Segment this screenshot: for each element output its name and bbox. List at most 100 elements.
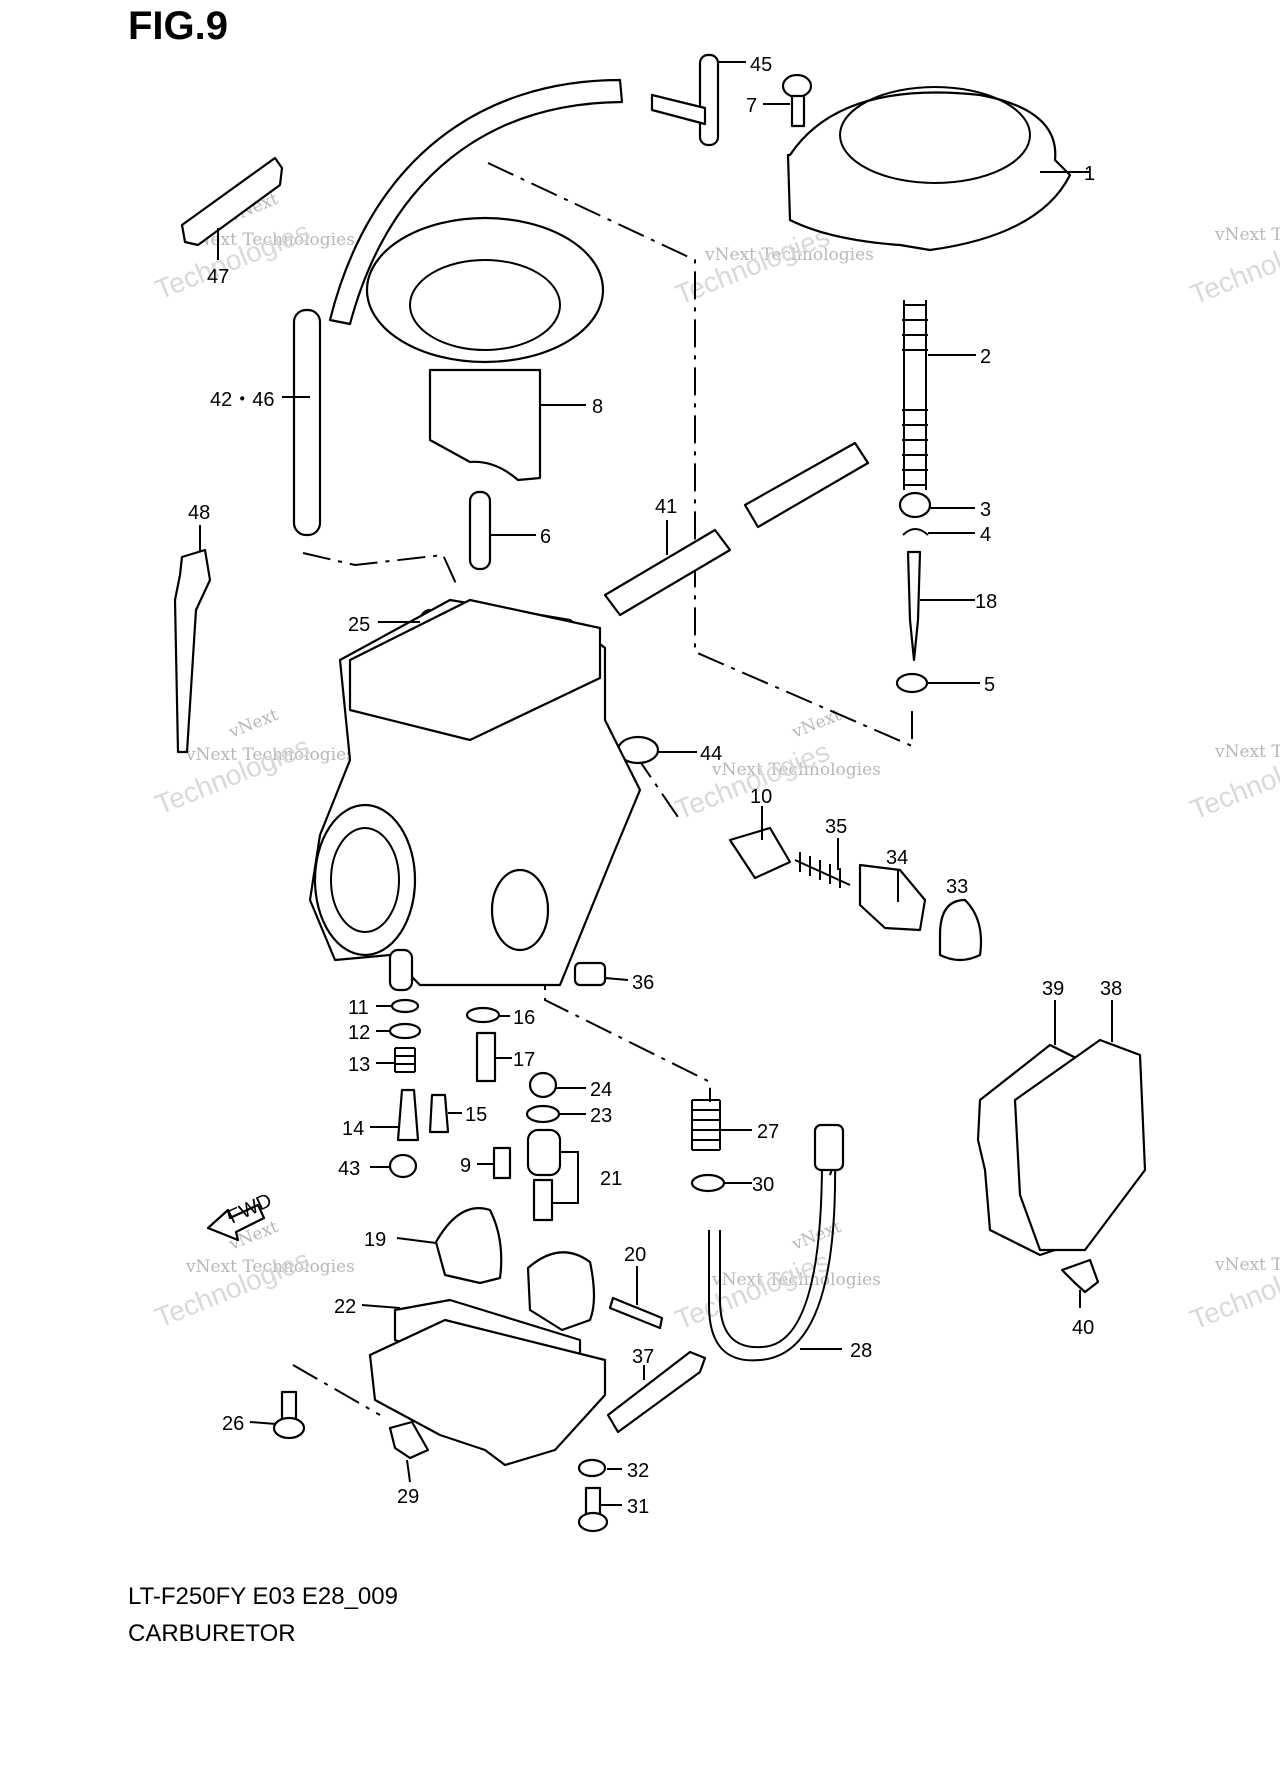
- part-spring-13: [394, 1047, 416, 1073]
- part-23: [525, 1104, 561, 1124]
- leader-line: [604, 977, 629, 981]
- callout-1: 1: [1084, 163, 1095, 185]
- part-screw-7: [781, 73, 813, 128]
- watermark-tile: vNext vNext Technologies Technologies: [671, 705, 881, 826]
- part-21-upper: [526, 1128, 562, 1177]
- part-throttle-stop-10: [728, 826, 792, 880]
- part-float-bowl: [368, 1318, 607, 1467]
- part-float-19: [434, 1207, 596, 1332]
- fwd-arrow-shape: [206, 1203, 266, 1242]
- guide-line: [544, 950, 711, 1102]
- piston-valve: [428, 368, 542, 482]
- callout-8: 8: [592, 396, 603, 418]
- part-washer-32: [577, 1458, 607, 1478]
- part-hose-42: [292, 308, 322, 537]
- guide-line: [487, 162, 913, 748]
- callout-38: 38: [1100, 978, 1122, 1000]
- tube: [603, 528, 732, 617]
- part-screw-31: [577, 1486, 609, 1533]
- float-left: [434, 1207, 503, 1285]
- screw-shank: [790, 94, 806, 128]
- part-tubes-41: [603, 441, 870, 617]
- leader-line: [361, 1304, 401, 1309]
- callout-23: 23: [590, 1105, 612, 1127]
- part-washer-5: [895, 672, 929, 694]
- callout-5: 5: [984, 674, 995, 696]
- callout-33: 33: [946, 876, 968, 898]
- carb-intake-bore-inner: [330, 827, 400, 933]
- guide-line: [634, 753, 681, 821]
- guide-line: [292, 1364, 381, 1416]
- callout-16: 16: [513, 1007, 535, 1029]
- part-screw-26: [272, 1390, 306, 1440]
- watermark-text: vNext Technologies: [185, 1257, 355, 1277]
- part-cap-33: [938, 898, 983, 962]
- callout-2: 2: [980, 346, 991, 368]
- part-11: [390, 998, 420, 1014]
- callout-41: 41: [655, 496, 677, 518]
- part-cover-38: [1013, 1038, 1147, 1252]
- watermark-text: vNext Technologies: [711, 1270, 881, 1290]
- leader-line: [396, 1237, 437, 1244]
- part-vent-hose: [328, 78, 624, 326]
- callout-27: 27: [757, 1121, 779, 1143]
- callout-28: 28: [850, 1340, 872, 1362]
- callout-44: 44: [700, 743, 722, 765]
- float-right: [526, 1251, 596, 1332]
- part-24: [528, 1071, 558, 1099]
- watermark-text: vNext Technologies: [704, 245, 874, 265]
- screw-head: [272, 1416, 306, 1440]
- carb-top-flange: [348, 598, 602, 742]
- watermark-tile: vNext vNext Technologies Technologies: [151, 189, 355, 306]
- cable: [719, 1159, 823, 1349]
- model-code: LT-F250FY E03 E28_009: [128, 1583, 398, 1610]
- callout-3: 3: [980, 499, 991, 521]
- screw-shank: [280, 1390, 298, 1422]
- watermark-text: vNext: [225, 705, 281, 743]
- screw-head: [577, 1511, 609, 1533]
- watermark-text: vNext Technologies: [185, 745, 355, 765]
- part-spring-35: [794, 852, 851, 888]
- watermark-text: vNext Technologies: [711, 760, 881, 780]
- part-tube-6: [468, 490, 492, 571]
- part-14: [396, 1088, 420, 1142]
- watermark-tile: vNext Technologies Technologies: [1186, 221, 1280, 311]
- callout-22: 22: [334, 1296, 356, 1318]
- top-cap-rim: [839, 86, 1031, 184]
- watermark-tile: vNext vNext Technologies Technologies: [671, 1217, 881, 1336]
- part-12: [388, 1022, 422, 1040]
- callout-37: 37: [632, 1346, 654, 1368]
- callout-7: 7: [746, 95, 757, 117]
- carb-side-boss: [490, 868, 550, 952]
- part-21-lower: [532, 1178, 554, 1222]
- watermark-text: Technologies: [671, 736, 834, 826]
- callout-14: 14: [342, 1118, 364, 1140]
- watermark-text: vNext Technologies: [1214, 1255, 1280, 1275]
- callout-17: 17: [513, 1049, 535, 1071]
- callout-10: 10: [750, 786, 772, 808]
- figure-title: FIG.9: [128, 4, 229, 48]
- part-washer-30: [690, 1173, 726, 1193]
- part-bracket-37: [606, 1350, 707, 1434]
- callout-47: 47: [207, 266, 229, 288]
- callout-26: 26: [222, 1413, 244, 1435]
- part-washer-16: [465, 1006, 501, 1024]
- part-screw-29: [388, 1420, 430, 1460]
- part-15: [428, 1093, 450, 1134]
- part-strap-48: [173, 548, 212, 754]
- callout-48: 48: [188, 502, 210, 524]
- guide-line: [302, 552, 459, 589]
- callout-19: 19: [364, 1229, 386, 1251]
- tube: [743, 441, 870, 529]
- part-t-fitting: [650, 53, 720, 147]
- callout-11: 11: [348, 997, 369, 1019]
- part-callouts: 45 7 1 47 2 42・46 8 48 41 3 4 6 18 25 5 …: [188, 54, 1122, 1518]
- part-bolt-17: [475, 1031, 497, 1083]
- callout-15: 15: [465, 1104, 487, 1126]
- part-clip-4: [902, 528, 929, 536]
- cable-nut: [813, 1123, 845, 1172]
- part-screw-40: [1060, 1258, 1100, 1294]
- callout-40: 40: [1072, 1317, 1094, 1339]
- assembly-guide-lines: [292, 162, 913, 1416]
